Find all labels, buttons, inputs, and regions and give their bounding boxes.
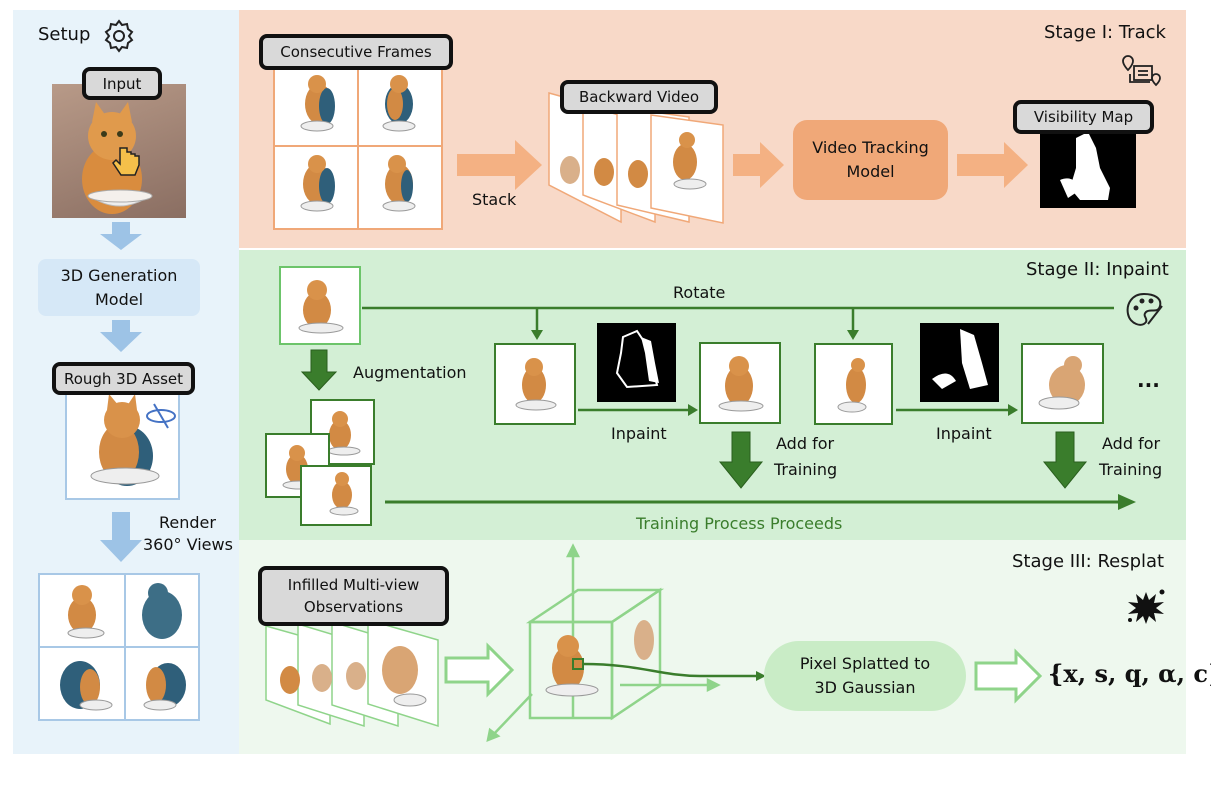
visibility-map-image (1040, 128, 1136, 208)
ellipsis: ... (1137, 368, 1160, 392)
infilled-observations-label: Infilled Multi-view Observations (258, 566, 449, 626)
add-training-2-line1: Add for (1102, 434, 1161, 453)
inpaint-label-1: Inpaint (611, 424, 667, 443)
infilled-line1: Infilled Multi-view (287, 576, 420, 594)
map-route-icon (1122, 55, 1161, 87)
stage1-title: Stage I: Track (1044, 22, 1166, 43)
splat-icon (1128, 589, 1165, 624)
rough-3d-asset-label: Rough 3D Asset (52, 362, 195, 395)
gaussian-params: {x, s, q, α, c} (1048, 659, 1211, 688)
view-front (67, 585, 105, 639)
stack-label: Stack (472, 190, 517, 209)
add-training-1-line2: Training (774, 460, 838, 479)
stage2-source-frame (279, 266, 361, 345)
rotated-view-2 (814, 343, 893, 425)
render-views-grid (38, 573, 200, 721)
mask-2 (920, 323, 999, 402)
consecutive-frames-label: Consecutive Frames (259, 34, 453, 70)
tracking-line2: Model (846, 162, 895, 181)
visibility-map-label: Visibility Map (1013, 100, 1154, 134)
stage2-title: Stage II: Inpaint (1026, 259, 1169, 280)
augmentation-label: Augmentation (353, 363, 467, 382)
setup-title: Setup (38, 24, 91, 45)
mask-1 (597, 323, 676, 402)
gen-model-line1: 3D Generation (60, 265, 178, 285)
augmented-frame-3 (300, 465, 372, 526)
gear-icon (104, 19, 134, 53)
rough-3d-asset-image (65, 386, 180, 500)
view-left (60, 661, 113, 711)
inpainted-view-1 (699, 342, 781, 424)
rotated-view-1 (494, 343, 576, 425)
view-right (143, 663, 186, 711)
backward-video-label: Backward Video (560, 80, 718, 114)
pixel-splatted-box: Pixel Splatted to 3D Gaussian (764, 641, 966, 711)
splat-line1: Pixel Splatted to (799, 654, 931, 673)
consecutive-frames-grid (273, 62, 443, 230)
rotate-icon (146, 403, 176, 429)
stage3-title: Stage III: Resplat (1012, 551, 1165, 572)
gen-model-line2: Model (94, 289, 144, 309)
input-label: Input (82, 67, 162, 100)
tracking-line1: Video Tracking (812, 138, 929, 157)
view-back (142, 583, 182, 639)
add-training-2-line2: Training (1099, 460, 1163, 479)
render-line1: Render (159, 513, 216, 532)
add-training-1-line1: Add for (776, 434, 835, 453)
splat-line2: 3D Gaussian (814, 678, 916, 697)
palette-icon (1126, 292, 1163, 326)
render-line2: 360° Views (143, 535, 233, 554)
inpaint-label-2: Inpaint (936, 424, 992, 443)
infilled-line2: Observations (303, 598, 404, 616)
inpainted-view-2 (1021, 343, 1104, 424)
augmented-frame-1 (310, 399, 375, 465)
training-proceeds-label: Training Process Proceeds (636, 514, 843, 533)
input-cat-image (52, 84, 186, 218)
rotate-label: Rotate (673, 283, 726, 302)
hand-pointer-icon (112, 147, 140, 176)
